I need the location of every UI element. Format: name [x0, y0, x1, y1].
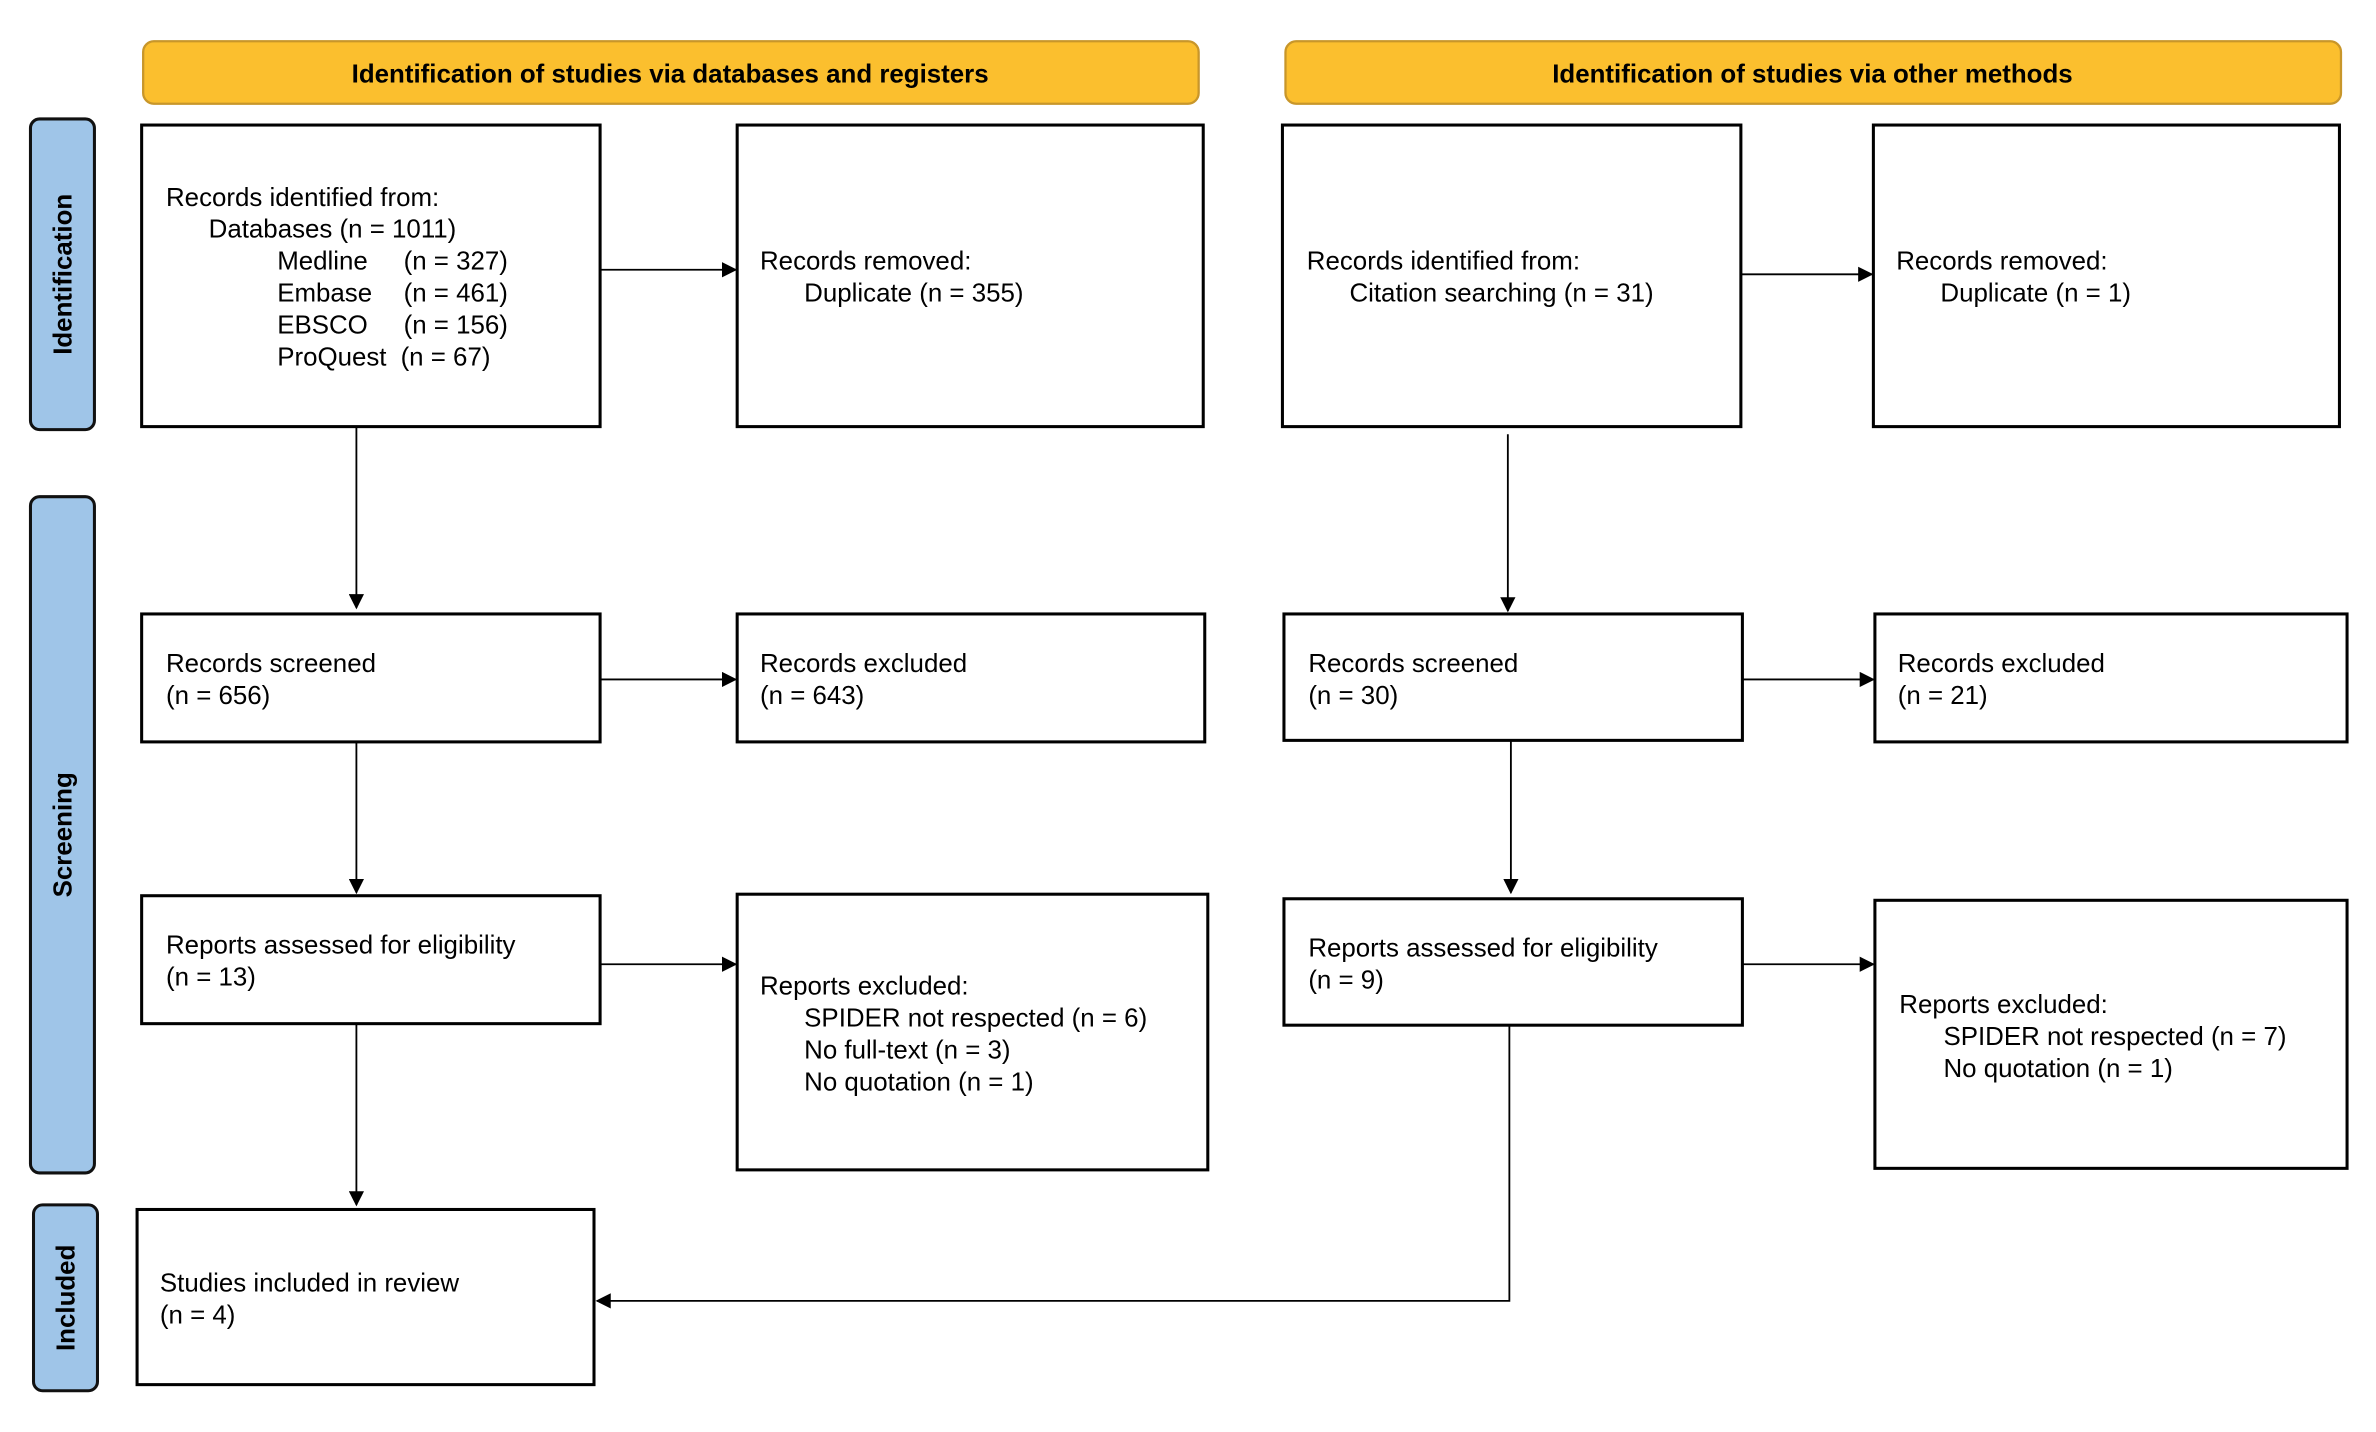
banner-databases: Identification of studies via databases … — [142, 40, 1200, 105]
box-title: Records excluded — [760, 650, 967, 678]
box-frame — [735, 123, 1205, 429]
box-records-identified-other: Records identified from: Citation search… — [1280, 123, 1743, 429]
box-frame — [140, 612, 602, 744]
exclusion-reason: SPIDER not respected (n = 6) — [804, 1005, 1147, 1033]
duplicate-count: Duplicate (n = 1) — [1940, 280, 2131, 308]
source-count: (n = 67) — [401, 344, 491, 372]
databases-count: Databases (n = 1011) — [209, 216, 457, 244]
box-frame — [735, 612, 1207, 744]
source-count: (n = 461) — [404, 280, 508, 308]
box-title: Records identified from: — [1307, 248, 1580, 276]
source-name: Medline — [277, 248, 368, 276]
box-title: Records removed: — [760, 248, 971, 276]
exclusion-reason: No full-text (n = 3) — [804, 1037, 1010, 1065]
source-name: Embase — [277, 280, 372, 308]
phase-identification-label: Identification — [50, 194, 78, 355]
box-records-removed-left: Records removed: Duplicate (n = 355) — [735, 123, 1205, 429]
phase-screening-label: Screening — [50, 772, 78, 897]
source-name: EBSCO — [277, 312, 368, 340]
box-title: Records screened — [1308, 650, 1518, 678]
box-count: (n = 4) — [160, 1302, 236, 1330]
box-frame — [140, 894, 602, 1026]
box-records-excluded-right: Records excluded (n = 21) — [1873, 612, 2349, 744]
box-title: Records identified from: — [166, 184, 439, 212]
box-count: (n = 656) — [166, 682, 270, 710]
phase-identification: Identification — [28, 117, 96, 432]
box-title: Studies included in review — [160, 1270, 459, 1298]
box-frame — [135, 1207, 596, 1387]
box-count: (n = 13) — [166, 964, 256, 992]
connectors — [348, 262, 1875, 1309]
box-frame — [140, 123, 602, 429]
box-title: Reports excluded: — [760, 973, 969, 1001]
box-reports-excluded-right: Reports excluded: SPIDER not respected (… — [1873, 898, 2349, 1170]
box-frame — [735, 892, 1210, 1172]
duplicate-count: Duplicate (n = 355) — [804, 280, 1023, 308]
source-count: (n = 156) — [404, 312, 508, 340]
box-title: Records removed: — [1896, 248, 2107, 276]
box-title: Records excluded — [1898, 650, 2105, 678]
box-count: (n = 30) — [1308, 682, 1398, 710]
exclusion-reason: No quotation (n = 1) — [1943, 1055, 2172, 1083]
banner-databases-bg — [142, 40, 1200, 105]
box-records-removed-right: Records removed: Duplicate (n = 1) — [1871, 123, 2341, 429]
box-title: Records screened — [166, 650, 376, 678]
box-frame — [1871, 123, 2341, 429]
box-title: Reports assessed for eligibility — [1308, 935, 1658, 963]
box-reports-excluded-left: Reports excluded: SPIDER not respected (… — [735, 892, 1210, 1172]
phase-included-label: Included — [53, 1245, 81, 1351]
phase-identification-bg — [28, 117, 96, 432]
banner-databases-label: Identification of studies via databases … — [352, 60, 989, 88]
box-records-identified-databases: Records identified from: Databases (n = … — [140, 123, 602, 429]
phase-screening: Screening — [28, 495, 96, 1175]
box-frame — [1282, 612, 1744, 742]
box-records-excluded-left: Records excluded (n = 643) — [735, 612, 1207, 744]
box-records-screened-right: Records screened (n = 30) — [1282, 612, 1744, 742]
box-title: Reports assessed for eligibility — [166, 932, 516, 960]
source-count: (n = 327) — [404, 248, 508, 276]
box-frame — [1282, 897, 1744, 1027]
box-reports-assessed-right: Reports assessed for eligibility (n = 9) — [1282, 897, 1744, 1027]
exclusion-reason: No quotation (n = 1) — [804, 1069, 1033, 1097]
citation-count: Citation searching (n = 31) — [1349, 280, 1653, 308]
box-reports-assessed-left: Reports assessed for eligibility (n = 13… — [140, 894, 602, 1026]
banner-other-methods: Identification of studies via other meth… — [1284, 40, 2343, 105]
source-name: ProQuest — [277, 344, 386, 372]
banner-other-bg — [1284, 40, 2343, 105]
box-frame — [1873, 898, 2349, 1170]
box-records-screened-left: Records screened (n = 656) — [140, 612, 602, 744]
banner-other-label: Identification of studies via other meth… — [1552, 60, 2072, 88]
box-studies-included: Studies included in review (n = 4) — [135, 1207, 596, 1387]
box-frame — [1280, 123, 1743, 429]
box-count: (n = 21) — [1898, 682, 1988, 710]
box-title: Reports excluded: — [1899, 991, 2108, 1019]
box-frame — [1873, 612, 2349, 744]
exclusion-reason: SPIDER not respected (n = 7) — [1943, 1023, 2286, 1051]
phase-included-bg — [31, 1203, 99, 1393]
arrow-other-assessed-to-included — [595, 1025, 1511, 1309]
box-count: (n = 9) — [1308, 967, 1384, 995]
phase-screening-bg — [28, 495, 96, 1175]
phase-included: Included — [31, 1203, 99, 1393]
box-count: (n = 643) — [760, 682, 864, 710]
